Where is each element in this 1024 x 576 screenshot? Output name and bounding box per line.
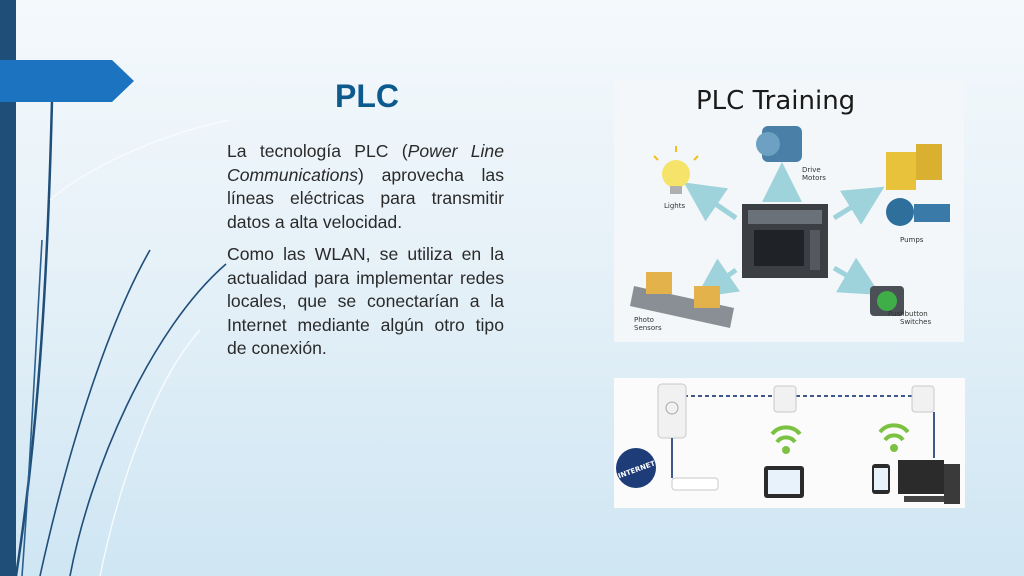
left-accent-bar (0, 0, 16, 576)
pushbutton-switch-icon (870, 286, 904, 316)
tablet-icon (764, 466, 804, 498)
paragraph-plc-usage: Como las WLAN, se utiliza en la actualid… (227, 244, 504, 358)
powerline-adapter-icon (911, 385, 935, 413)
plc-training-title: PLC Training (696, 86, 856, 116)
internet-globe-icon: INTERNET (616, 448, 657, 488)
label-pushbutton: Pushbutton (888, 310, 928, 318)
label-lights: Lights (664, 202, 685, 210)
desktop-computer-icon (898, 460, 960, 504)
pump-icon (886, 144, 950, 226)
label-drive: Drive (802, 166, 821, 174)
slide-title: PLC (335, 78, 399, 114)
phone-icon (872, 464, 890, 494)
wifi-icon (770, 425, 802, 454)
decorative-curves (14, 99, 230, 576)
light-bulb-icon (653, 146, 699, 194)
powerline-adapter-icon (773, 385, 797, 413)
plc-diagram: Lights Drive Motors Pumps Photo Sensors … (630, 126, 950, 332)
router-icon (671, 477, 719, 491)
label-pumps: Pumps (900, 236, 924, 244)
photo-sensor-conveyor-icon (630, 272, 734, 328)
label-switches: Switches (900, 318, 931, 326)
wifi-icon (878, 423, 910, 452)
powerline-adapter-icon (657, 383, 687, 439)
label-motors: Motors (802, 174, 826, 182)
title-arrow-tab (0, 60, 134, 102)
plc-training-image: PLC Training (614, 80, 964, 342)
slide-body: La tecnología PLC (Power Line Communicat… (227, 140, 504, 370)
powerline-network-image: INTERNET (614, 378, 965, 508)
paragraph-plc-definition: La tecnología PLC (Power Line Communicat… (227, 141, 504, 232)
drive-motor-icon (756, 126, 802, 162)
powerline-diagram: INTERNET (616, 383, 960, 504)
label-sensors: Sensors (634, 324, 662, 332)
plc-controller-icon (742, 204, 828, 278)
label-photo: Photo (634, 316, 654, 324)
